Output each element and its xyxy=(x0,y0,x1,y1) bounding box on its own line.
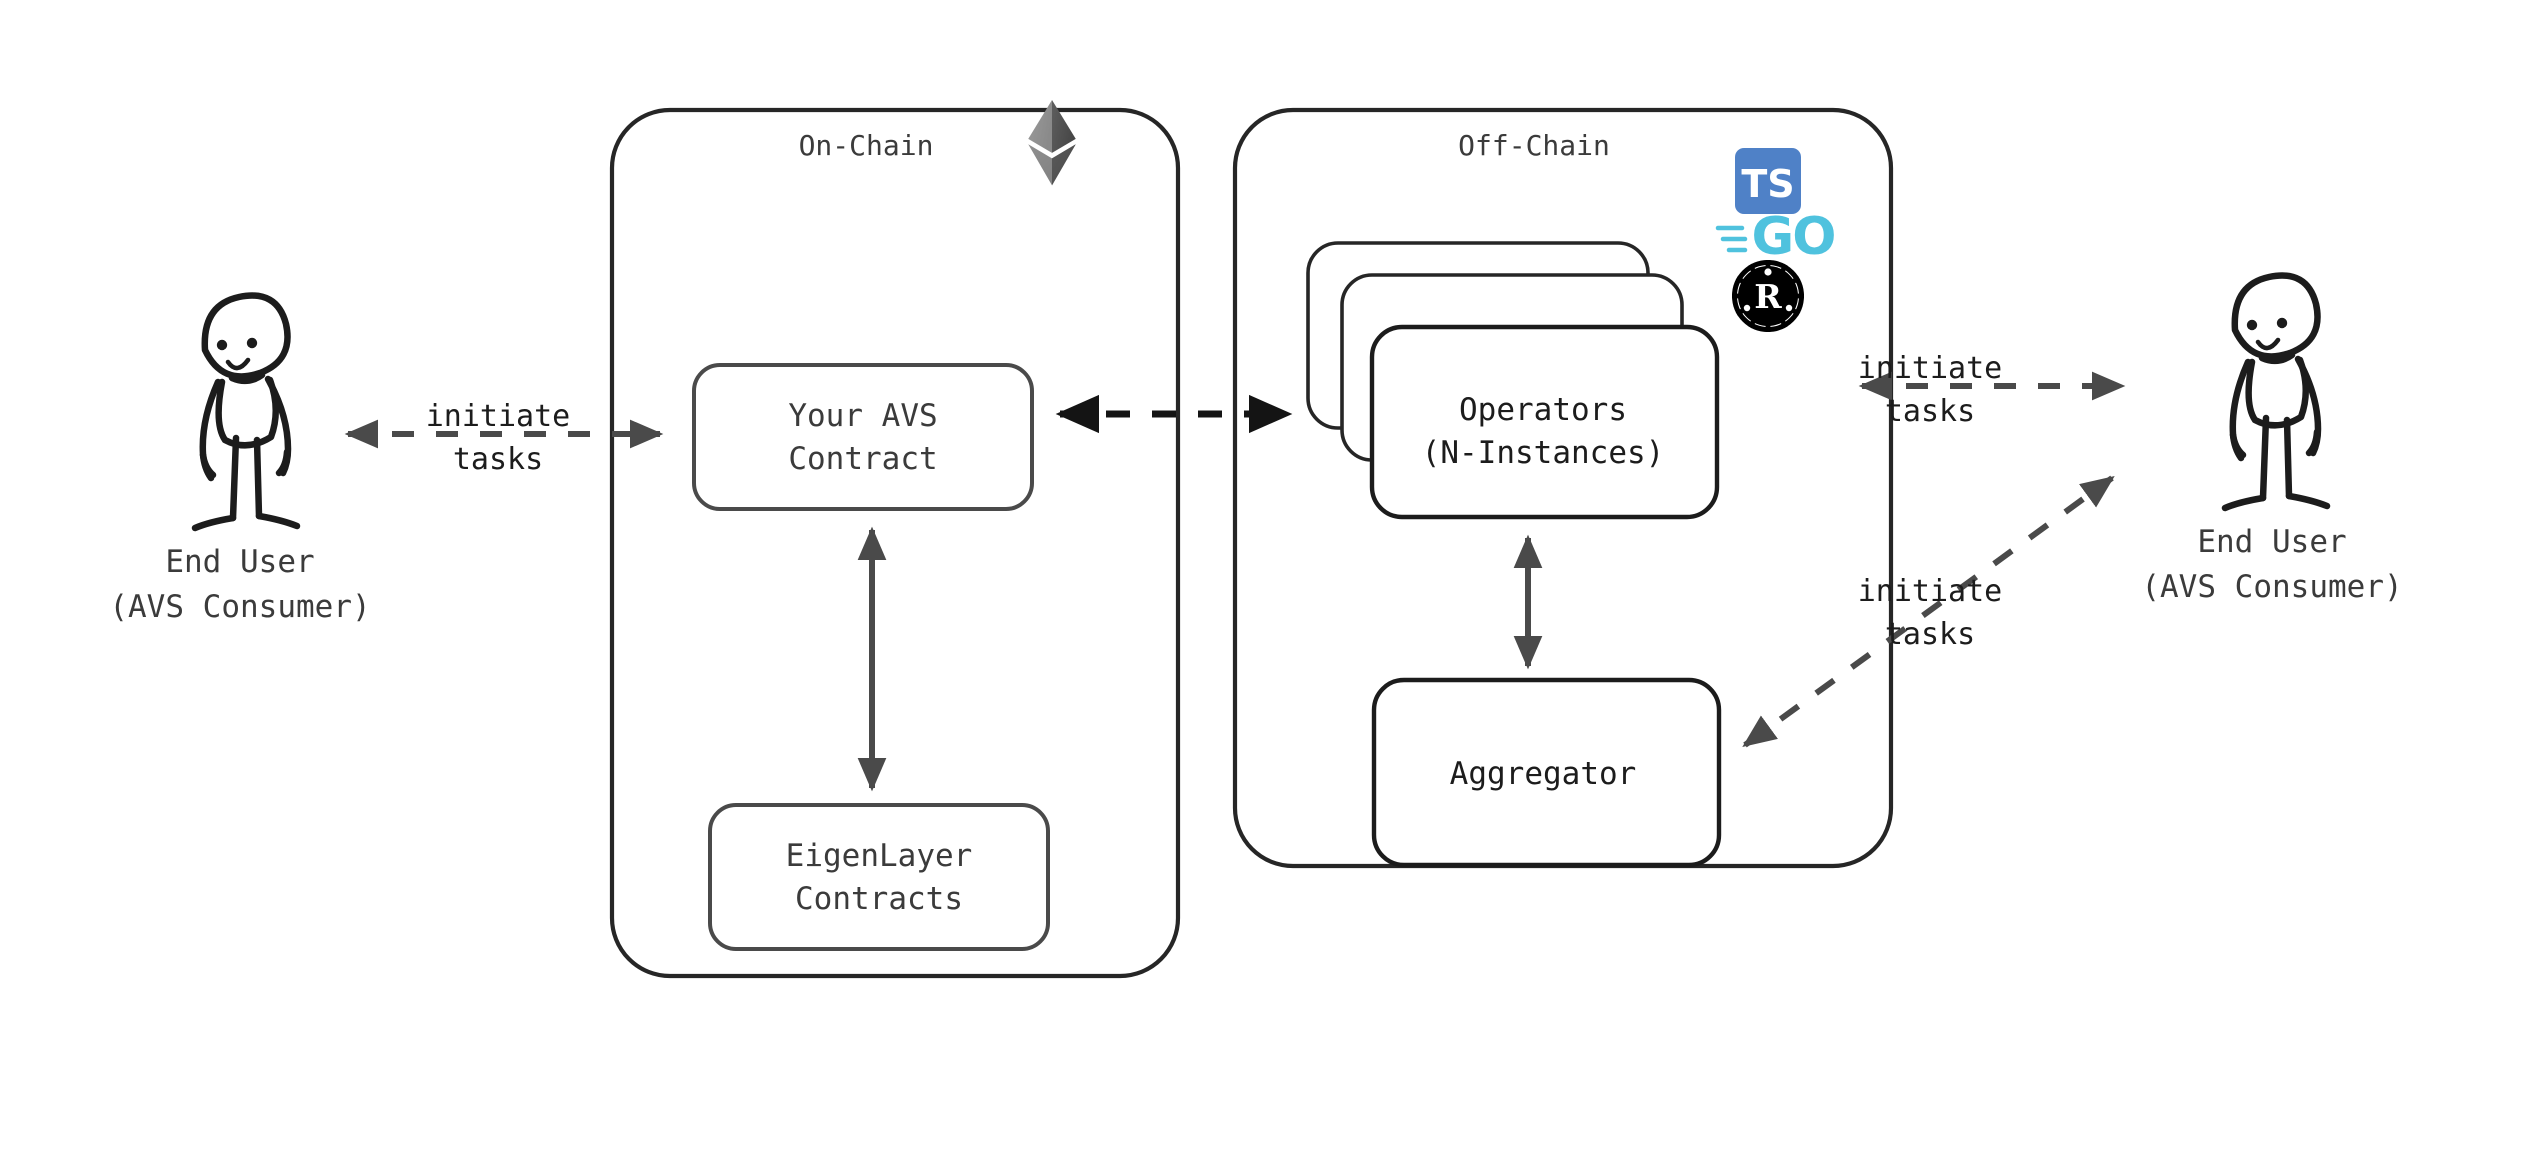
rust-icon: R xyxy=(1732,260,1804,332)
actor-end-user-left xyxy=(191,292,301,532)
node-aggregator[interactable] xyxy=(1371,677,1722,868)
container-on-chain xyxy=(609,107,1181,979)
svg-text:GO: GO xyxy=(1752,207,1835,267)
svg-text:R: R xyxy=(1754,277,1782,316)
node-operators-stack[interactable] xyxy=(1306,241,1720,520)
go-icon: GO xyxy=(1715,207,1836,267)
node-avs-contract[interactable] xyxy=(692,363,1034,511)
actor-end-user-right xyxy=(2221,272,2331,512)
svg-text:TS: TS xyxy=(1741,162,1794,206)
node-eigenlayer-contracts[interactable] xyxy=(708,803,1050,951)
edge-aggregator-to-right-user xyxy=(1742,475,2115,748)
typescript-icon: TS xyxy=(1735,148,1801,214)
ethereum-icon xyxy=(1028,100,1076,186)
container-off-chain xyxy=(1232,107,1894,869)
